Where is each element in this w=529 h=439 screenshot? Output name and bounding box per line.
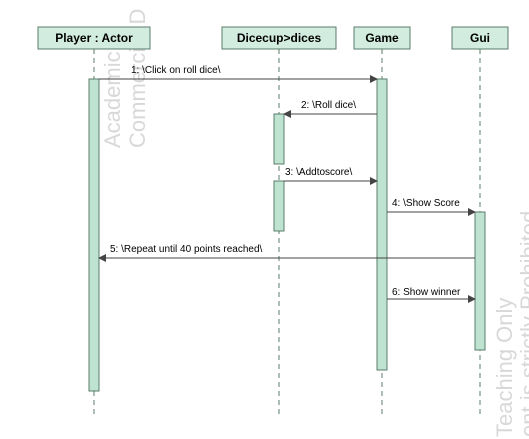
message-1-label: 1: \Click on roll dice\ [131, 65, 221, 76]
activation-game [376, 78, 388, 371]
message-3[interactable]: 3: \Addtoscore\ [284, 167, 378, 185]
message-3-label: 3: \Addtoscore\ [285, 167, 352, 178]
watermark-left-line1: Academic [100, 51, 125, 148]
lifeline-head-dicecup[interactable]: Dicecup>dices [221, 26, 337, 50]
message-4-label: 4: \Show Score [392, 198, 460, 209]
message-4[interactable]: 4: \Show Score [387, 198, 476, 216]
lifeline-label-game: Game [365, 31, 399, 45]
message-2-label: 2: \Roll dice\ [301, 100, 356, 111]
lifeline-label-gui: Gui [470, 31, 490, 45]
watermark-right: Teaching Only ent is strictly Prohibited [492, 211, 529, 437]
message-1[interactable]: 1: \Click on roll dice\ [99, 65, 378, 83]
message-2[interactable]: 2: \Roll dice\ [283, 100, 377, 118]
lifeline-label-dicecup: Dicecup>dices [237, 31, 322, 45]
activation-dicecup-2 [273, 180, 285, 232]
message-5-label: 5: \Repeat until 40 points reached\ [110, 244, 263, 255]
message-6[interactable]: 6: Show winner [387, 287, 476, 303]
lifeline-label-player: Player : Actor [55, 31, 133, 45]
activation-dicecup-1 [273, 113, 285, 165]
watermark-right-line2: ent is strictly Prohibited [516, 211, 529, 437]
activation-gui [474, 211, 486, 351]
message-5[interactable]: 5: \Repeat until 40 points reached\ [98, 244, 475, 262]
lifeline-head-player[interactable]: Player : Actor [37, 26, 151, 50]
watermark-right-line1: Teaching Only [492, 298, 517, 437]
lifeline-head-game[interactable]: Game [353, 26, 411, 50]
lifeline-head-gui[interactable]: Gui [451, 26, 509, 50]
activation-player [88, 78, 100, 392]
message-6-label: 6: Show winner [392, 287, 461, 298]
